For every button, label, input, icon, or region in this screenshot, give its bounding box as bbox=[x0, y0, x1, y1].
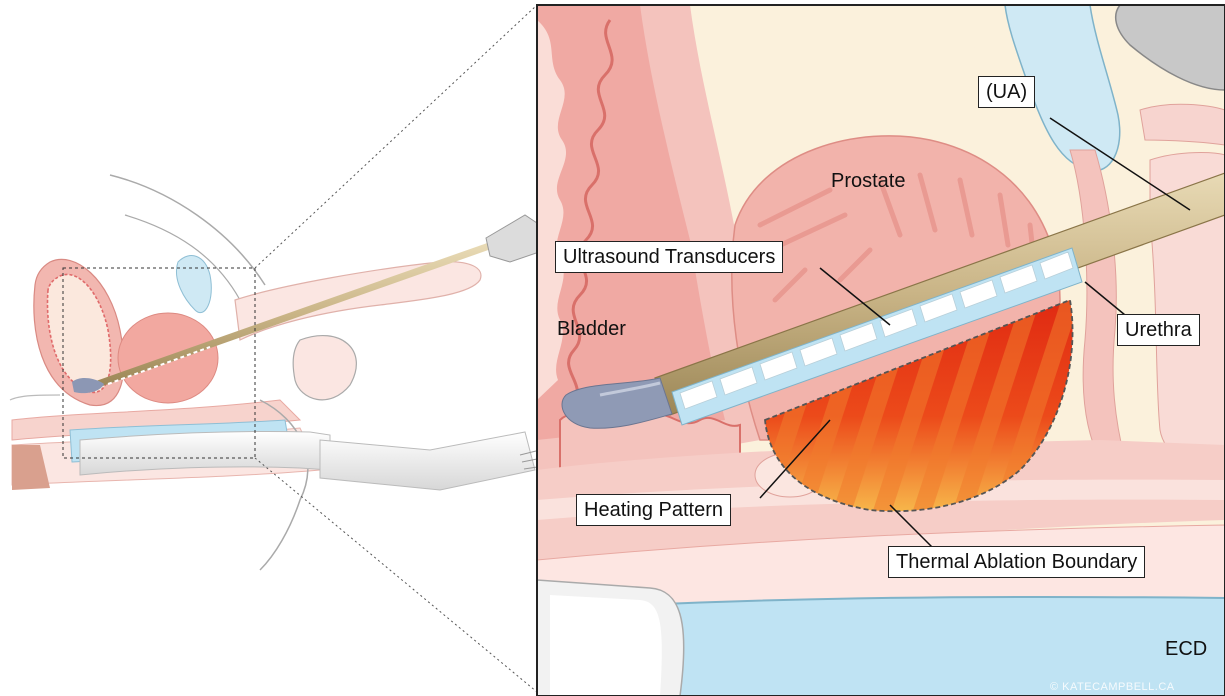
bladder-label: Bladder bbox=[557, 318, 626, 341]
prostate-label: Prostate bbox=[831, 170, 905, 193]
thermal-ablation-boundary-label: Thermal Ablation Boundary bbox=[888, 546, 1145, 578]
urethra-label: Urethra bbox=[1117, 314, 1200, 346]
overview-anatomy bbox=[10, 5, 545, 692]
ultrasound-transducers-label: Ultrasound Transducers bbox=[555, 241, 783, 273]
heating-pattern-label: Heating Pattern bbox=[576, 494, 731, 526]
ecd-label: ECD bbox=[1165, 638, 1207, 661]
zoomed-anatomy: © KATECAMPBELL.CA bbox=[537, 5, 1225, 696]
watermark-text: © KATECAMPBELL.CA bbox=[1050, 681, 1175, 693]
ua-label: (UA) bbox=[978, 76, 1035, 108]
